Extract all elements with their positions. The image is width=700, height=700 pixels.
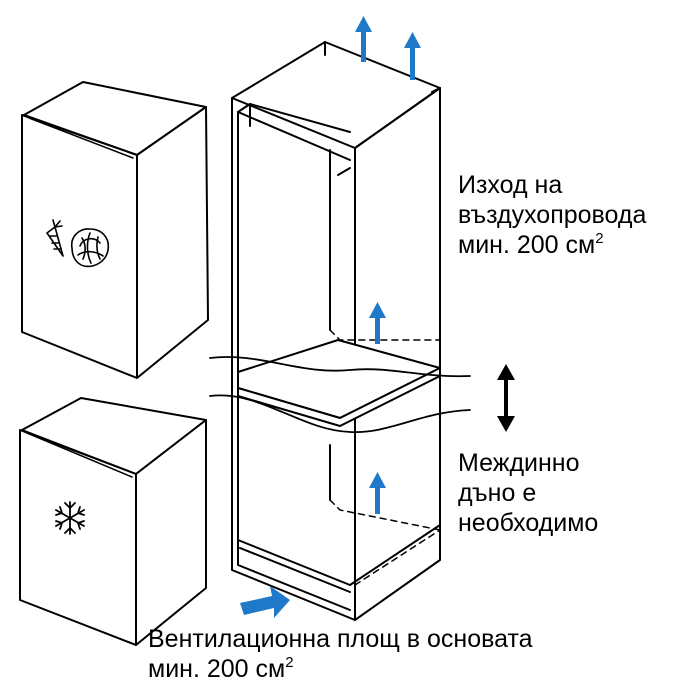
base-inlet-arrow: [240, 586, 290, 618]
shelf-label-line2: дъно е: [458, 479, 537, 507]
base-label-line1: Вентилационна площ в основата: [148, 625, 533, 653]
upper-appliance-door-edge: [28, 117, 134, 159]
outlet-label-line1: Изход на: [458, 171, 563, 199]
base-label-line2-text: мин. 200 см: [148, 655, 286, 683]
outlet-label-line2: въздухопровода: [458, 201, 647, 229]
upper-appliance-side: [136, 106, 209, 379]
base-label-line2: мин. 200 см2: [148, 654, 533, 684]
double-arrow-icon: [497, 364, 515, 432]
outlet-label: Изход на въздухопровода мин. 200 см2: [458, 170, 646, 260]
shelf-arrow-lower: [369, 472, 386, 514]
shelf-label-line3: необходимо: [458, 509, 599, 537]
lower-appliance-door-edge: [26, 432, 133, 478]
snowflake-icon: [55, 501, 85, 535]
outlet-label-line3: мин. 200 см2: [458, 230, 646, 260]
shelf-arrow-upper: [369, 302, 386, 344]
outlet-arrow-right: [404, 32, 421, 80]
base-label: Вентилационна площ в основата мин. 200 с…: [148, 624, 533, 684]
cabbage-icon: [70, 228, 110, 268]
outlet-label-line3-text: мин. 200 см: [458, 231, 596, 259]
base-label-superscript: 2: [285, 654, 294, 671]
cabinet: [209, 41, 471, 621]
lower-appliance: [19, 397, 207, 646]
shelf-label: Междинно дъно е необходимо: [458, 448, 598, 538]
shelf-label-line1: Междинно: [458, 449, 580, 477]
airflow-arrows: [240, 16, 421, 618]
outlet-arrow-left: [355, 16, 372, 62]
carrot-icon: [46, 219, 64, 257]
upper-appliance: [21, 81, 209, 379]
lower-appliance-front: [19, 429, 137, 646]
outlet-label-superscript: 2: [595, 230, 604, 247]
